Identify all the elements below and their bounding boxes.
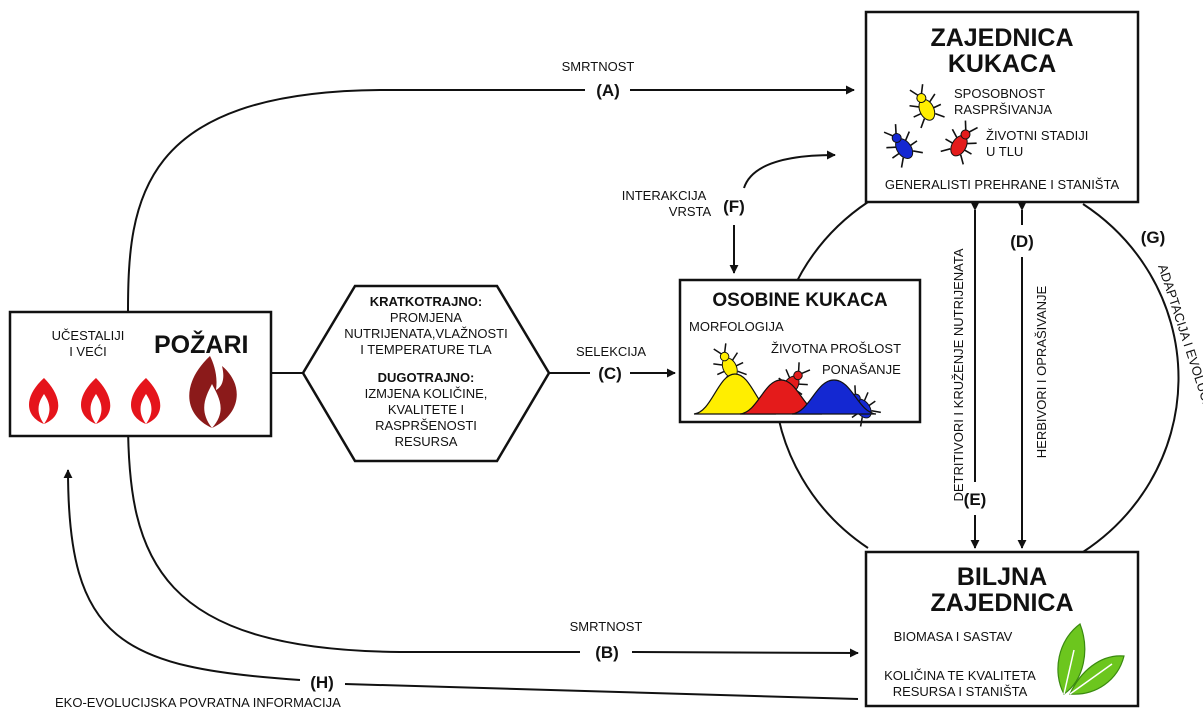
link-b-label: SMRTNOST bbox=[570, 619, 643, 634]
link-a-code: (A) bbox=[596, 81, 620, 100]
plant-community-title-line1: BILJNA bbox=[957, 563, 1047, 591]
leaf-icon bbox=[1057, 623, 1125, 695]
long-term-line2: KVALITETE I bbox=[388, 402, 464, 417]
dispersal-line1: SPOSOBNOST bbox=[954, 86, 1045, 101]
fire-subtitle-line2: I VEĆI bbox=[69, 344, 107, 359]
link-e-code: (E) bbox=[964, 490, 987, 509]
behaviour-label: PONAŠANJE bbox=[822, 362, 901, 377]
effects-hexagon: KRATKOTRAJNO: PROMJENA NUTRIJENATA,VLAŽN… bbox=[301, 284, 551, 463]
arrow-a bbox=[127, 90, 854, 313]
life-history-label: ŽIVOTNA PROŠLOST bbox=[771, 341, 901, 356]
resources-line2: RESURSA I STANIŠTA bbox=[893, 684, 1028, 699]
biomass-label: BIOMASA I SASTAV bbox=[894, 629, 1013, 644]
short-term-title: KRATKOTRAJNO: bbox=[370, 294, 482, 309]
resources-line1: KOLIČINA TE KVALITETA bbox=[884, 668, 1036, 683]
long-term-title: DUGOTRAJNO: bbox=[378, 370, 475, 385]
insect-community-title-line2: KUKACA bbox=[948, 50, 1056, 78]
loop-g-right bbox=[1082, 203, 1180, 553]
insect-traits-box: OSOBINE KUKACA MORFOLOGIJA ŽIVOTNA PROŠL… bbox=[678, 278, 922, 429]
arrow-f-up bbox=[743, 150, 836, 189]
link-h-code: (H) bbox=[310, 673, 334, 692]
link-d-label: HERBIVORI I OPRAŠIVANJE bbox=[1034, 285, 1049, 458]
morphology-label: MORFOLOGIJA bbox=[689, 319, 784, 334]
short-term-line1: PROMJENA bbox=[390, 310, 463, 325]
insect-community-box: ZAJEDNICA KUKACA SPOSOBNOST RASPRŠIVANJA… bbox=[864, 10, 1140, 204]
trait-distribution-blue bbox=[791, 379, 877, 415]
fire-subtitle-line1: UČESTALIJI bbox=[52, 328, 125, 343]
long-term-line4: RESURSA bbox=[395, 434, 458, 449]
arrow-h bbox=[68, 470, 859, 700]
plant-community-title-line2: ZAJEDNICA bbox=[930, 589, 1073, 617]
flow-lines bbox=[68, 90, 1180, 700]
link-a-label: SMRTNOST bbox=[562, 59, 635, 74]
soil-stages-line1: ŽIVOTNI STADIJI bbox=[986, 128, 1088, 143]
long-term-line1: IZMJENA KOLIČINE, bbox=[365, 386, 488, 401]
link-h-label: EKO-EVOLUCIJSKA POVRATNA INFORMACIJA bbox=[55, 695, 341, 710]
link-g-code: (G) bbox=[1141, 228, 1166, 247]
insect-traits-title: OSOBINE KUKACA bbox=[712, 290, 888, 311]
insect-community-title-line1: ZAJEDNICA bbox=[930, 24, 1073, 52]
soil-stages-line2: U TLU bbox=[986, 144, 1023, 159]
arrow-b bbox=[127, 419, 858, 653]
link-f-label-line1: INTERAKCIJA bbox=[622, 188, 707, 203]
link-b-code: (B) bbox=[595, 643, 619, 662]
short-term-line3: I TEMPERATURE TLA bbox=[360, 342, 492, 357]
fire-title: POŽARI bbox=[154, 329, 248, 359]
short-term-line2: NUTRIJENATA,VLAŽNOSTI bbox=[344, 326, 507, 341]
link-d-code: (D) bbox=[1010, 232, 1034, 251]
plant-community-box: BILJNA ZAJEDNICA BIOMASA I SASTAV KOLIČI… bbox=[864, 550, 1140, 708]
link-c-label: SELEKCIJA bbox=[576, 344, 646, 359]
link-f-label-line2: VRSTA bbox=[669, 204, 712, 219]
link-f-code: (F) bbox=[723, 197, 745, 216]
long-term-line3: RASPRŠENOSTI bbox=[375, 418, 477, 433]
link-c-code: (C) bbox=[598, 364, 622, 383]
link-e-label: DETRITIVORI I KRUŽENJE NUTRIJENATA bbox=[951, 248, 966, 501]
dispersal-line2: RASPRŠIVANJA bbox=[954, 102, 1052, 117]
fire-box: UČESTALIJI I VEĆI POŽARI bbox=[8, 310, 273, 438]
generalists-label: GENERALISTI PREHRANE I STANIŠTA bbox=[885, 177, 1120, 192]
link-g-label: ADAPTACIJA I EVOLUCIJA bbox=[1155, 262, 1203, 421]
